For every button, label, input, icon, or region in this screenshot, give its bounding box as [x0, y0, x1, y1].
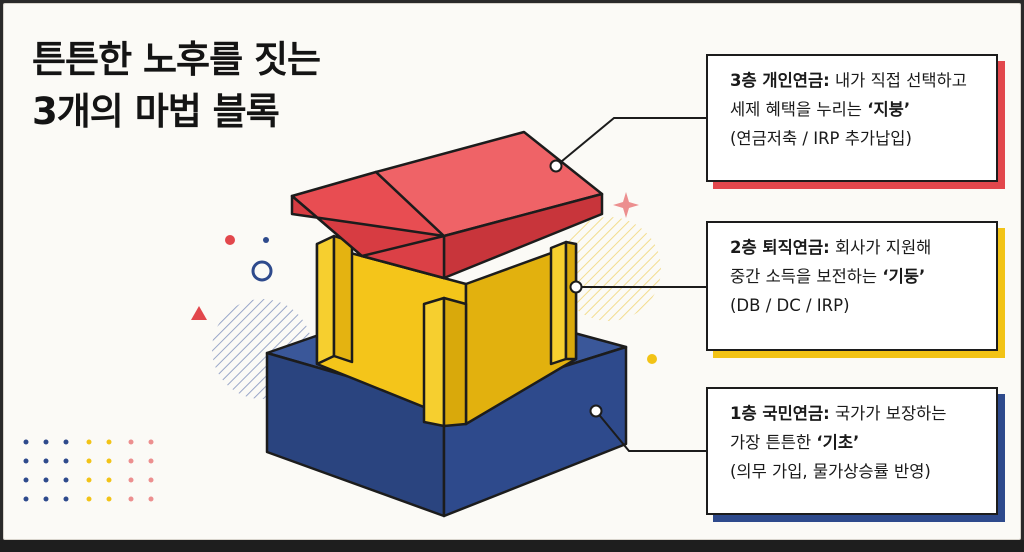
sparkle-icon — [613, 192, 639, 218]
callout-roof-line3: (연금저축 / IRP 추가납입) — [730, 129, 912, 148]
callout-foundation-line3: (의무 가입, 물가상승률 반영) — [730, 462, 931, 481]
callout-pillar-line3: (DB / DC / IRP) — [730, 296, 850, 315]
callout-pillar-line1: 회사가 지원해 — [829, 238, 932, 257]
callout-roof: 3층 개인연금: 내가 직접 선택하고 세제 혜택을 누리는 ‘지붕’ (연금저… — [706, 54, 998, 182]
page-title: 튼튼한 노후를 짓는 3개의 마법 블록 — [32, 34, 321, 138]
infographic-card: 튼튼한 노후를 짓는 3개의 마법 블록 — [3, 3, 1021, 540]
callout-roof-highlight: ‘지붕’ — [867, 100, 911, 119]
callout-pillar-heading: 2층 퇴직연금: — [730, 238, 830, 257]
callout-pillar-highlight: ‘기둥’ — [882, 267, 926, 286]
callout-pillar: 2층 퇴직연금: 회사가 지원해 중간 소득을 보전하는 ‘기둥’ (DB / … — [706, 221, 998, 351]
callout-foundation-line1: 국가가 보장하는 — [829, 404, 947, 423]
blue-ring-decoration — [251, 260, 273, 282]
callout-roof-line1: 내가 직접 선택하고 — [829, 71, 967, 90]
title-line-1: 튼튼한 노후를 짓는 — [32, 38, 321, 81]
red-dot-decoration — [225, 235, 235, 245]
foundation-anchor-dot — [589, 404, 603, 418]
callout-roof-heading: 3층 개인연금: — [730, 71, 830, 90]
yellow-hatched-circle-decoration — [557, 217, 661, 321]
callout-foundation: 1층 국민연금: 국가가 보장하는 가장 튼튼한 ‘기초’ (의무 가입, 물가… — [706, 387, 998, 515]
yellow-dot-decoration — [647, 354, 657, 364]
blue-dot-decoration — [263, 237, 269, 243]
callout-foundation-line2: 가장 튼튼한 — [730, 433, 817, 452]
callout-foundation-highlight: ‘기초’ — [816, 433, 860, 452]
callout-pillar-line2: 중간 소득을 보전하는 — [730, 267, 883, 286]
title-line-2: 3개의 마법 블록 — [32, 90, 280, 133]
red-triangle-decoration — [191, 306, 207, 320]
callout-foundation-heading: 1층 국민연금: — [730, 404, 830, 423]
pillar-anchor-dot — [569, 280, 583, 294]
roof-block-icon — [290, 130, 604, 280]
callout-roof-line2: 세제 혜택을 누리는 — [730, 100, 868, 119]
bottom-strip — [0, 540, 1024, 552]
roof-anchor-dot — [549, 159, 563, 173]
house-illustration — [23, 117, 709, 518]
dot-grid-decoration — [23, 439, 154, 502]
leader-lines — [555, 117, 709, 452]
pillar-block-icon — [315, 234, 578, 428]
